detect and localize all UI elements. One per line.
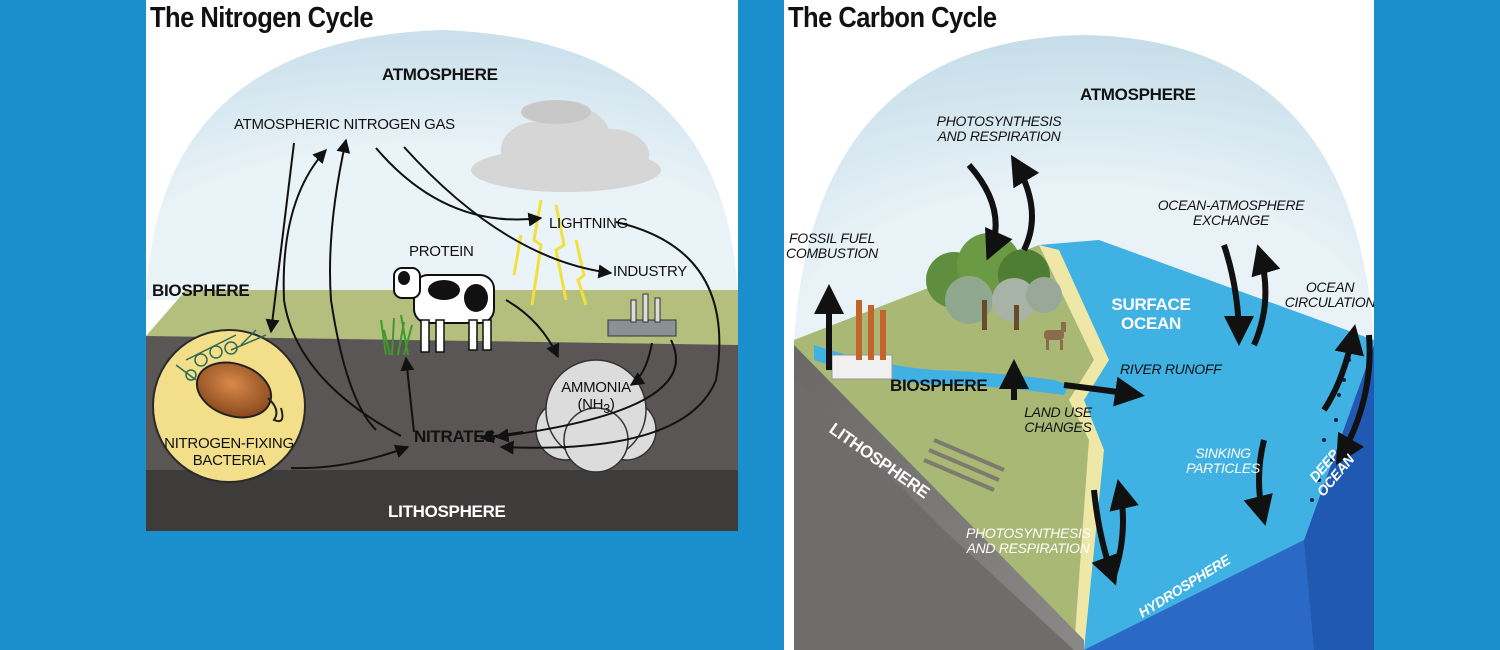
ocean-atmosphere-exchange-label: OCEAN-ATMOSPHERE EXCHANGE <box>1156 197 1306 229</box>
ammonia-formula: (NH3) <box>551 395 641 417</box>
nitrogen-cycle-diagram <box>146 30 738 531</box>
carbon-biosphere-label: BIOSPHERE <box>890 376 988 395</box>
photosynthesis-top-line2: AND RESPIRATION <box>937 128 1061 145</box>
deep-ocean-face <box>1084 540 1314 650</box>
ocean-circulation-label: OCEAN CIRCULATION <box>1282 279 1374 311</box>
fossil-fuel-label: FOSSIL FUEL COMBUSTION <box>784 230 880 262</box>
forest-illustration <box>926 233 1062 330</box>
surface-ocean-label: SURFACE OCEAN <box>1106 295 1196 333</box>
ocean-exchange-line2: EXCHANGE <box>1192 212 1270 229</box>
ammonia-label: AMMONIA (NH3) <box>551 379 641 417</box>
nitrogen-lithosphere-label: LITHOSPHERE <box>388 502 506 521</box>
photosynthesis-top-label: PHOTOSYNTHESIS AND RESPIRATION <box>934 113 1064 145</box>
storm-cloud <box>471 100 661 192</box>
nh3-subscript: 3 <box>603 401 610 416</box>
ocean-exchange-line1: OCEAN-ATMOSPHERE <box>1157 197 1305 213</box>
ocean-circulation-line2: CIRCULATION <box>1284 294 1374 311</box>
bacteria-cell <box>195 361 273 419</box>
ammonia-name: AMMONIA <box>561 379 631 396</box>
sinking-particles-label: SINKING PARTICLES <box>1180 445 1266 477</box>
atmospheric-nitrogen-gas-label: ATMOSPHERIC NITROGEN GAS <box>234 116 455 133</box>
factory-illustration <box>607 293 677 337</box>
carbon-title: The Carbon Cycle <box>788 2 997 34</box>
nh3-open: (NH <box>577 395 604 413</box>
lightning-label: LIGHTNING <box>549 215 628 232</box>
bacteria-label-line2: BACTERIA <box>192 451 266 469</box>
nh3-close: ) <box>609 395 615 413</box>
photosynthesis-top-line1: PHOTOSYNTHESIS <box>936 113 1062 129</box>
nitrogen-cycle-panel: The Nitrogen Cycle ATMOSPHERE ATMOSPHERI… <box>146 0 738 531</box>
photosynthesis-bottom-line2: AND RESPIRATION <box>966 540 1090 557</box>
river-runoff-label: RIVER RUNOFF <box>1120 361 1222 377</box>
grass-tuft <box>380 314 413 356</box>
carbon-flow-arrows <box>814 154 1373 586</box>
nitrogen-title: The Nitrogen Cycle <box>150 2 374 34</box>
beach <box>1039 245 1109 650</box>
surface-ocean-line1: SURFACE <box>1111 295 1191 314</box>
bacteria-label: NITROGEN-FIXING BACTERIA <box>164 435 294 469</box>
land-use-line2: CHANGES <box>1024 419 1092 436</box>
photosynthesis-bottom-line1: PHOTOSYNTHESIS <box>966 525 1091 541</box>
power-plant <box>831 300 893 380</box>
carbon-cycle-panel: The Carbon Cycle ATMOSPHERE PHOTOSYNTHES… <box>784 0 1374 650</box>
sky-dome <box>146 30 738 300</box>
sinking-particles-line1: SINKING <box>1195 445 1251 461</box>
land-use-line1: LAND USE <box>1024 404 1092 420</box>
carbon-atmosphere-label: ATMOSPHERE <box>1080 85 1196 104</box>
fossil-fuel-line1: FOSSIL FUEL <box>789 230 875 246</box>
surface-ocean-line2: OCEAN <box>1121 313 1181 333</box>
photosynthesis-bottom-label: PHOTOSYNTHESIS AND RESPIRATION <box>966 525 1091 557</box>
nitrogen-flow-arrows <box>265 138 721 470</box>
ammonia-molecule <box>535 359 657 473</box>
land-use-label: LAND USE CHANGES <box>1020 404 1096 436</box>
protein-label: PROTEIN <box>409 243 474 260</box>
nitrates-label: NITRATES <box>414 427 496 446</box>
nitrogen-biosphere-label: BIOSPHERE <box>152 281 250 300</box>
sinking-particles-line2: PARTICLES <box>1186 460 1260 477</box>
industry-label: INDUSTRY <box>613 263 687 280</box>
bacteria-label-line1: NITROGEN-FIXING <box>164 435 294 452</box>
land-use-field <box>923 438 1005 492</box>
cow-illustration <box>393 267 495 353</box>
fossil-fuel-line2: COMBUSTION <box>786 245 878 262</box>
carbon-cycle-diagram <box>794 35 1374 650</box>
deer-illustration <box>1044 322 1066 350</box>
ocean-circulation-line1: OCEAN <box>1305 279 1355 295</box>
nitrogen-atmosphere-label: ATMOSPHERE <box>382 65 498 84</box>
soil-bottom <box>146 470 738 531</box>
